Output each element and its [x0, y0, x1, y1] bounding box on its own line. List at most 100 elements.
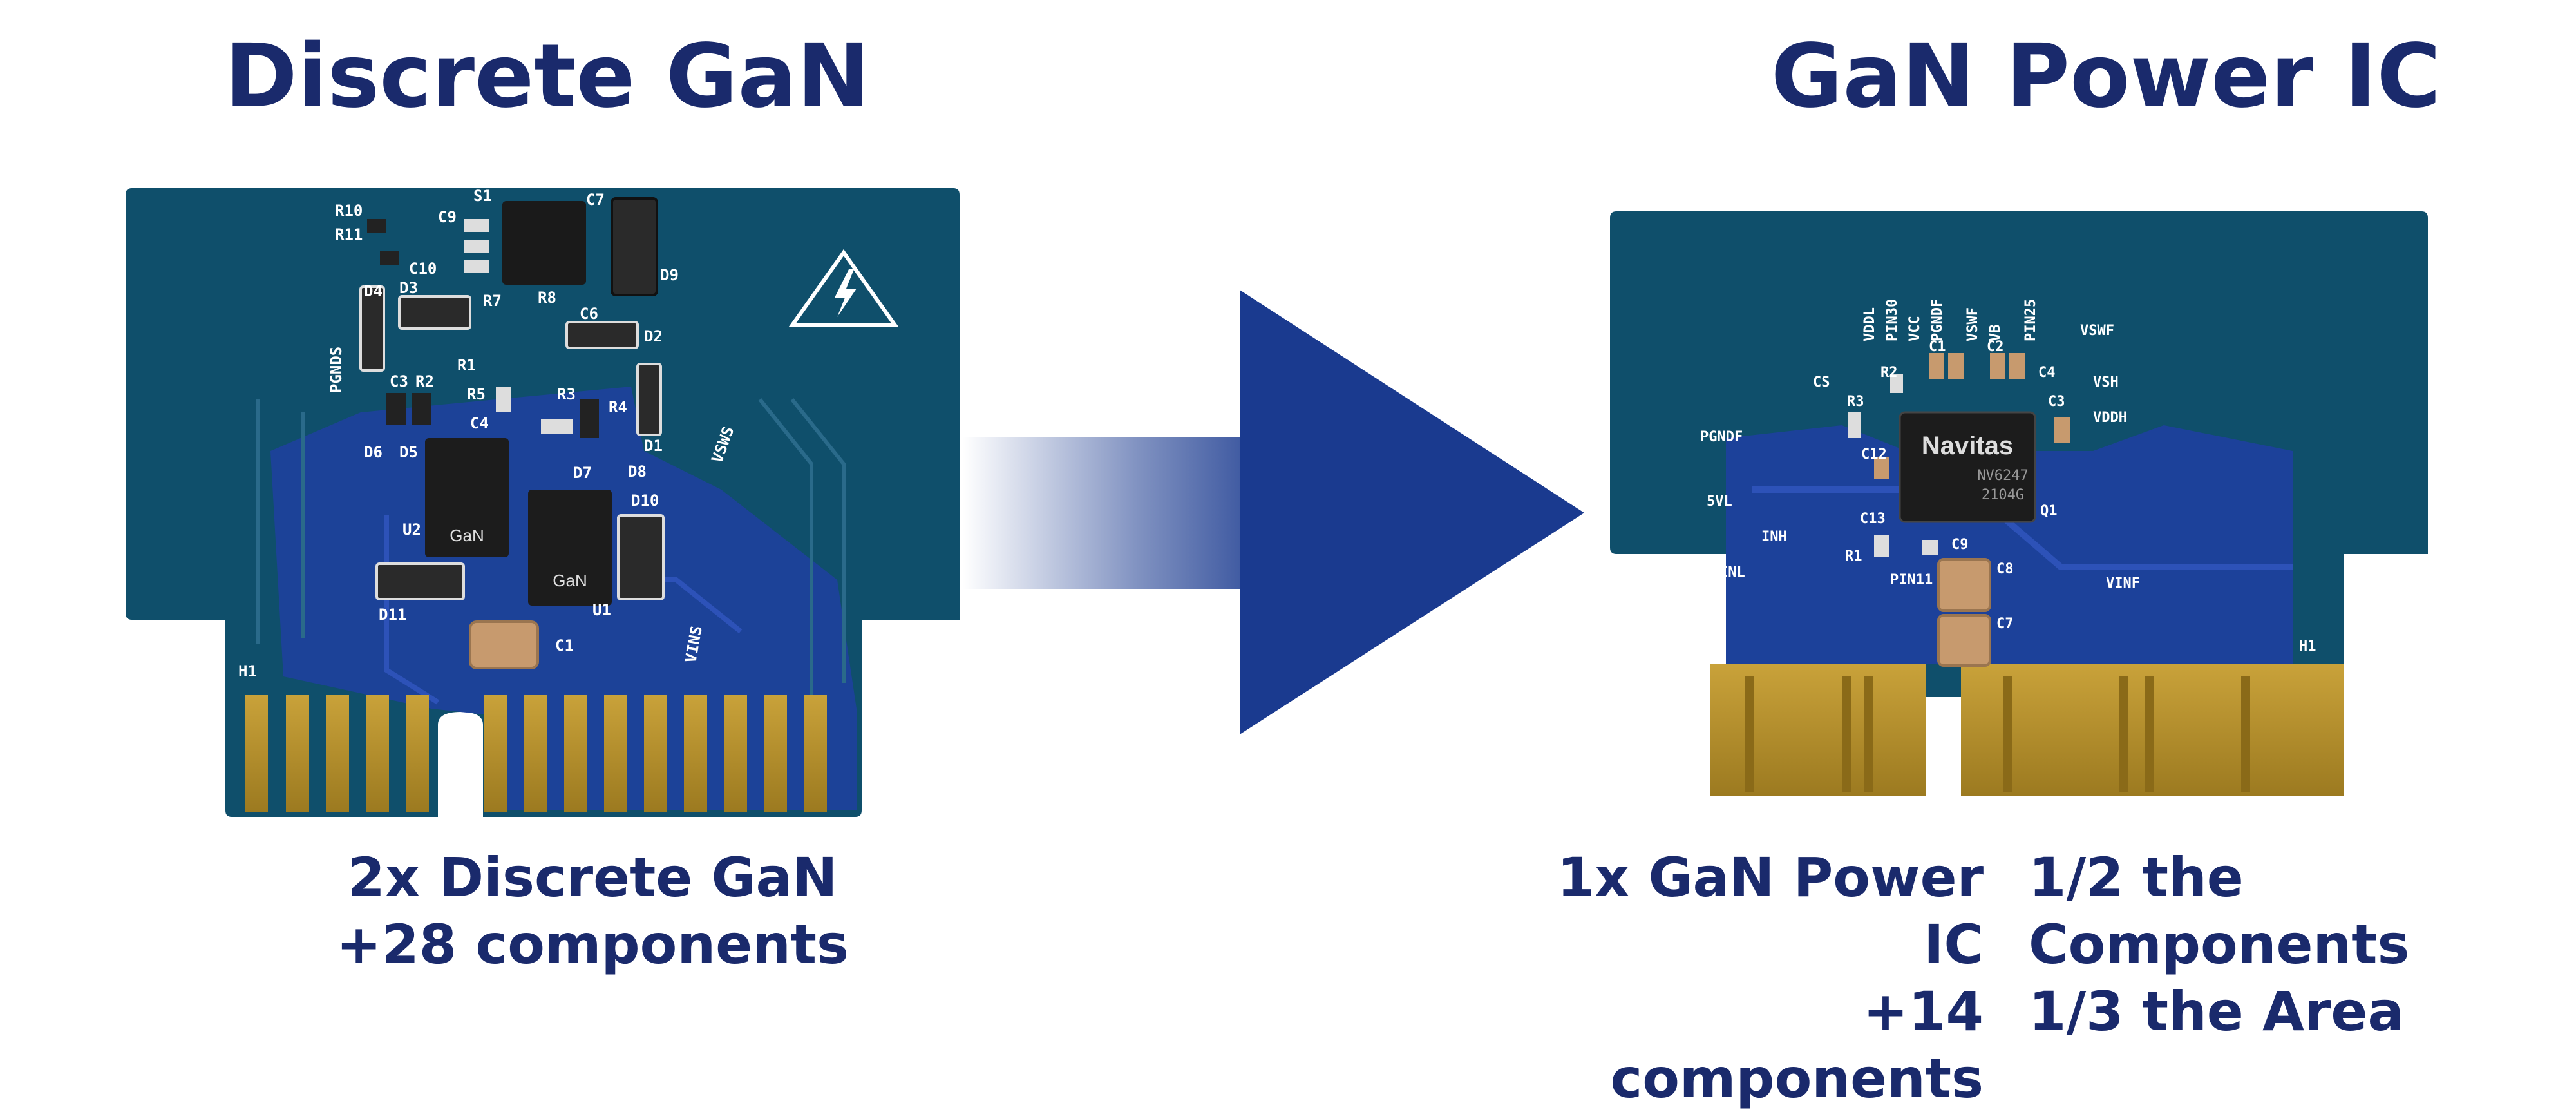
diode-d3: [398, 295, 471, 330]
silk-label: C9: [438, 208, 457, 226]
gan-logo-u1: GaN: [553, 571, 587, 590]
silk-label: VDDH: [2093, 410, 2127, 426]
silk-label: U1: [592, 601, 611, 619]
diode-d10: [617, 514, 665, 600]
left-caption-line1: 2x Discrete GaN: [347, 846, 838, 909]
silk-label: D3: [399, 279, 418, 297]
silk-label: C6: [580, 305, 598, 323]
edge-connector-right: [1710, 664, 2344, 796]
silk-label: D7: [573, 464, 592, 482]
silk-label: C4: [2038, 365, 2056, 381]
gan-power-ic-board: Navitas NV6247 2104G VDDL PIN30 VCC PGND…: [1610, 211, 2428, 796]
silk-label: R5: [467, 385, 486, 403]
silk-label: R1: [457, 356, 476, 374]
diode-d2: [565, 321, 639, 349]
silk-label: H1: [238, 662, 257, 680]
ic-part-number: NV6247: [1977, 468, 2028, 484]
right-caption: 1x GaN Power IC +14 components: [1481, 844, 1984, 1112]
silk-label: D1: [644, 437, 663, 455]
silk-label: R11: [335, 225, 363, 244]
silk-label: PGNDS: [327, 347, 345, 393]
left-caption: 2x Discrete GaN +28 components: [303, 844, 882, 978]
gan-logo-u2: GaN: [450, 526, 484, 545]
silk-label: R3: [557, 385, 576, 403]
left-caption-line2: +28 components: [336, 913, 849, 976]
silk-label: S1: [473, 187, 492, 205]
silk-label: D6: [364, 443, 383, 461]
silk-label: C7: [586, 191, 605, 209]
silk-label: R2: [415, 372, 434, 390]
gan-fet-u1: GaN: [528, 490, 612, 606]
navitas-gan-ic: Navitas NV6247 2104G: [1899, 411, 2036, 523]
left-title: Discrete GaN: [224, 26, 871, 128]
silk-label: 5VL: [1707, 494, 1732, 510]
silk-label: R3: [1847, 394, 1864, 410]
silk-label: C1: [1929, 339, 1946, 355]
silk-label: R2: [1880, 365, 1898, 381]
ic-brand-label: Navitas: [1922, 432, 2013, 460]
silk-label: VCC: [1907, 316, 1923, 341]
ic-date-code: 2104G: [1982, 487, 2024, 503]
right-caption-line1: 1x GaN Power IC: [1557, 846, 1984, 976]
silk-label: C4: [470, 414, 489, 432]
silk-label: INL: [1719, 564, 1745, 580]
silk-label: U2: [402, 521, 421, 539]
silk-label: R4: [609, 398, 627, 416]
silk-label: C2: [1987, 339, 2004, 355]
silk-label: H1: [2299, 638, 2316, 655]
silk-label: D2: [644, 327, 663, 345]
silk-label: C3: [2048, 394, 2065, 410]
silk-label: R1: [1845, 548, 1862, 564]
benefit-area: 1/3 the Area: [2029, 980, 2405, 1043]
silk-label: C13: [1860, 511, 1886, 527]
capacitor-c7: [611, 197, 658, 296]
inductor-s1: [502, 201, 586, 285]
comparison-illustration: GaN GaN R10 R11 S1 C7 C9 C10 D9 D4 D3 R7…: [126, 187, 2428, 817]
silk-label: VSH: [2093, 374, 2119, 390]
silk-label: C8: [1996, 561, 2014, 577]
diode-d11: [375, 562, 465, 600]
silk-label: D9: [660, 266, 679, 284]
silk-label: C9: [1951, 537, 1969, 553]
silk-label: VINF: [2106, 575, 2140, 591]
silk-label: D5: [399, 443, 418, 461]
silk-label: C10: [409, 260, 437, 278]
discrete-gan-board: GaN GaN R10 R11 S1 C7 C9 C10 D9 D4 D3 R7…: [126, 187, 960, 817]
silk-label: D8: [628, 463, 647, 481]
silk-label: Q1: [2040, 503, 2058, 519]
silk-label: VDDL: [1862, 307, 1878, 341]
silk-label: R8: [538, 289, 556, 307]
capacitor-c8: [1937, 558, 1991, 612]
right-title: GaN Power IC: [1770, 26, 2441, 128]
transition-arrow: [963, 290, 1584, 734]
silk-label: D4: [364, 282, 383, 300]
silk-label: D10: [631, 492, 659, 510]
diode-d1: [636, 363, 662, 436]
benefit-components: 1/2 the Components: [2029, 846, 2410, 976]
silk-label: C7: [1996, 616, 2014, 632]
silk-label: INH: [1761, 529, 1787, 545]
capacitor-c7: [1937, 614, 1991, 667]
silk-label: D11: [379, 606, 406, 624]
right-caption-line2: +14 components: [1610, 980, 1984, 1110]
silk-label: VB: [1987, 325, 2003, 342]
silk-label: PGNDF: [1700, 429, 1743, 445]
silk-label: R10: [335, 202, 363, 220]
silk-label: PGNDF: [1929, 299, 1946, 341]
diode-d4: [359, 285, 385, 372]
capacitor-c1: [469, 620, 539, 669]
silk-label: PIN25: [2023, 299, 2039, 341]
silk-label: CS: [1813, 374, 1830, 390]
benefit-caption: 1/2 the Components 1/3 the Area: [2029, 844, 2576, 1045]
silk-label: C3: [390, 372, 408, 390]
silk-label: PIN30: [1884, 299, 1900, 341]
silk-label: C12: [1861, 446, 1887, 463]
edge-connector-left: [245, 695, 827, 812]
silk-label: VSWF: [1965, 307, 1981, 341]
silk-label: C1: [555, 637, 574, 655]
silk-label: PIN11: [1890, 572, 1933, 588]
silk-label: R7: [483, 292, 502, 310]
gan-fet-u2: GaN: [425, 438, 509, 557]
high-voltage-icon: [788, 249, 899, 327]
silk-label: VSWF: [2080, 323, 2114, 339]
